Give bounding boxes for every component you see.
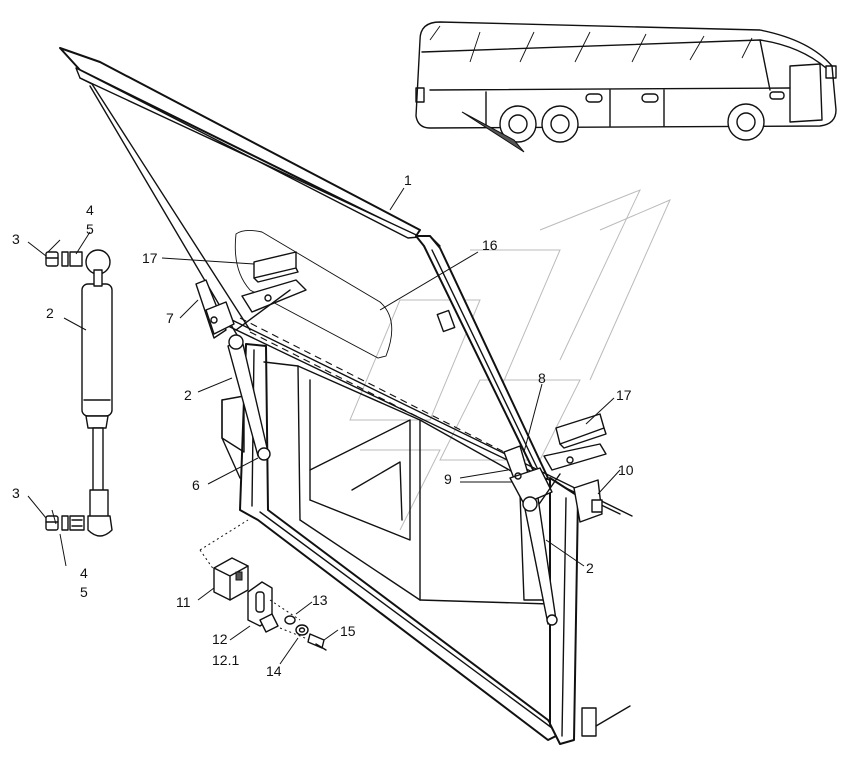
callout-3-top: 3 <box>12 231 20 247</box>
lock-parts <box>199 519 327 651</box>
callout-2-frame-left: 2 <box>184 387 192 403</box>
callout-12: 12 <box>212 631 228 647</box>
leader-lines <box>27 187 621 665</box>
callout-16: 16 <box>482 237 498 253</box>
callout-7: 7 <box>166 310 174 326</box>
callout-2-frame-right: 2 <box>586 560 594 576</box>
callout-3-bottom: 3 <box>12 485 20 501</box>
callout-12-1: 12.1 <box>212 652 239 668</box>
callout-8: 8 <box>538 370 546 386</box>
callout-11: 11 <box>176 594 191 610</box>
callout-14: 14 <box>266 663 282 679</box>
callout-17-top: 17 <box>142 250 158 266</box>
callout-1: 1 <box>404 172 412 188</box>
callout-6: 6 <box>192 477 200 493</box>
callout-labels: 1 16 17 7 2 6 8 17 9 10 2 11 12 12.1 13 … <box>12 172 634 679</box>
flap-assembly <box>59 47 633 745</box>
callout-10: 10 <box>618 462 634 478</box>
callout-5-top: 5 <box>86 221 94 237</box>
callout-5-bottom: 5 <box>80 584 88 600</box>
callout-4-top: 4 <box>86 202 94 218</box>
callout-9: 9 <box>444 471 452 487</box>
callout-13: 13 <box>312 592 328 608</box>
callout-17-right: 17 <box>616 387 632 403</box>
callout-4-bottom: 4 <box>80 565 88 581</box>
bus-location-inset <box>415 21 837 153</box>
callout-15: 15 <box>340 623 356 639</box>
gas-strut-detail <box>45 249 113 537</box>
callout-2-strut: 2 <box>46 305 54 321</box>
